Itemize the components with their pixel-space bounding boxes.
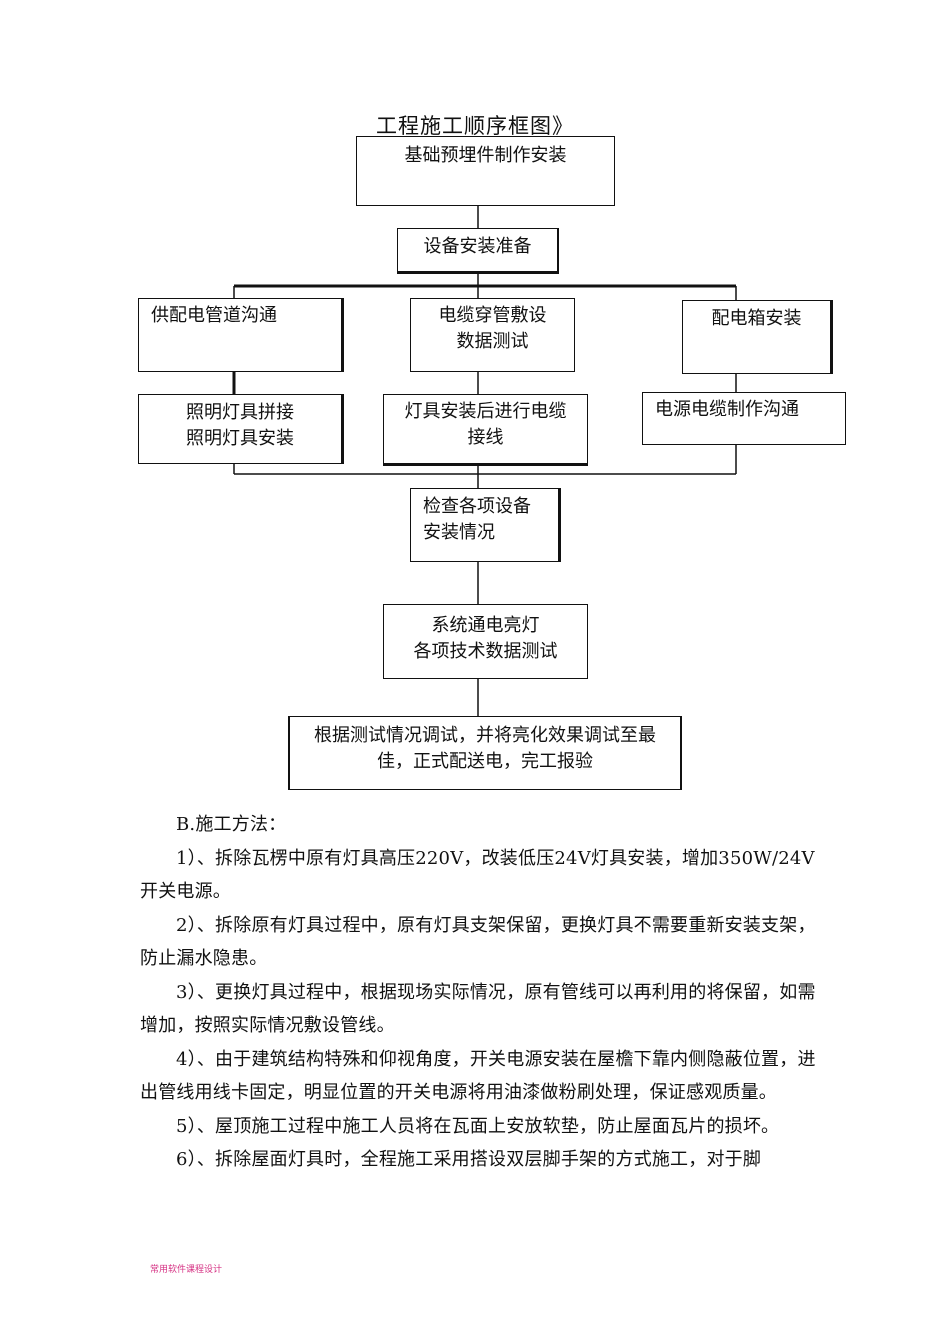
node-foundation-line-1: 基础预埋件制作安装	[404, 145, 567, 166]
node-distribution-box: 配电箱安装	[682, 300, 833, 374]
node-equipment-prep: 设备安装准备	[397, 228, 559, 274]
node-cable-wiring-line-2: 接线	[467, 427, 504, 448]
node-distribution-box-line-1: 配电箱安装	[711, 308, 802, 329]
node-final-adjust-line-1: 根据测试情况调试，并将亮化效果调试至最	[314, 725, 656, 746]
node-cable-wiring-line-1: 灯具安装后进行电缆	[404, 401, 567, 422]
node-foundation: 基础预埋件制作安装	[356, 136, 615, 206]
node-inspection-line-1: 检查各项设备	[423, 496, 531, 517]
node-cable-wiring: 灯具安装后进行电缆 接线	[383, 394, 588, 466]
node-power-pipe-line-1: 供配电管道沟通	[151, 305, 277, 326]
paragraph-3: 3）、更换灯具过程中，根据现场实际情况，原有管线可以再利用的将保留，如需增加，按…	[140, 981, 816, 1037]
paragraph-5: 5）、屋顶施工过程中施工人员将在瓦面上安放软垫，防止屋面瓦片的损坏。	[176, 1115, 780, 1137]
node-equipment-prep-line-1: 设备安装准备	[423, 236, 532, 257]
node-power-cable: 电源电缆制作沟通	[642, 392, 846, 445]
node-final-adjust-line-2: 佳，正式配送电，完工报验	[377, 751, 593, 772]
node-lighting-install-line-2: 照明灯具安装	[186, 428, 294, 449]
node-system-test-line-1: 系统通电亮灯	[431, 615, 540, 636]
paragraph-6: 6）、拆除屋面灯具时，全程施工采用搭设双层脚手架的方式施工，对于脚	[176, 1149, 762, 1170]
node-cable-threading: 电缆穿管敷设 数据测试	[410, 298, 575, 372]
node-system-test-line-2: 各项技术数据测试	[413, 641, 558, 662]
node-cable-threading-line-1: 电缆穿管敷设	[438, 305, 547, 326]
paragraph-2: 2）、拆除原有灯具过程中，原有灯具支架保留，更换灯具不需要重新安装支架，防止漏水…	[140, 914, 816, 970]
footer-note: 常用软件课程设计	[150, 1265, 223, 1275]
node-cable-threading-line-2: 数据测试	[456, 331, 529, 352]
flowchart-title: 工程施工顺序框图》	[376, 114, 574, 138]
paragraph-4: 4）、由于建筑结构特殊和仰视角度，开关电源安装在屋檐下靠内侧隐蔽位置，进出管线用…	[140, 1048, 816, 1104]
flowchart-connectors	[232, 206, 737, 716]
node-power-cable-line-1: 电源电缆制作沟通	[655, 399, 799, 420]
section-heading: B.施工方法：	[176, 814, 287, 835]
node-power-pipe: 供配电管道沟通	[138, 298, 344, 372]
node-inspection: 检查各项设备 安装情况	[410, 488, 561, 562]
node-system-test: 系统通电亮灯 各项技术数据测试	[383, 604, 588, 679]
paragraph-1: 1）、拆除瓦楞中原有灯具高压220V，改装低压24V灯具安装，增加350W/24…	[140, 847, 815, 903]
node-inspection-line-2: 安装情况	[423, 522, 495, 543]
construction-method-section: B.施工方法： 1）、拆除瓦楞中原有灯具高压220V，改装低压24V灯具安装，增…	[140, 808, 820, 1177]
node-final-adjust: 根据测试情况调试，并将亮化效果调试至最 佳，正式配送电，完工报验	[288, 716, 682, 790]
node-lighting-install: 照明灯具拼接 照明灯具安装	[138, 394, 344, 464]
node-lighting-install-line-1: 照明灯具拼接	[186, 402, 294, 423]
